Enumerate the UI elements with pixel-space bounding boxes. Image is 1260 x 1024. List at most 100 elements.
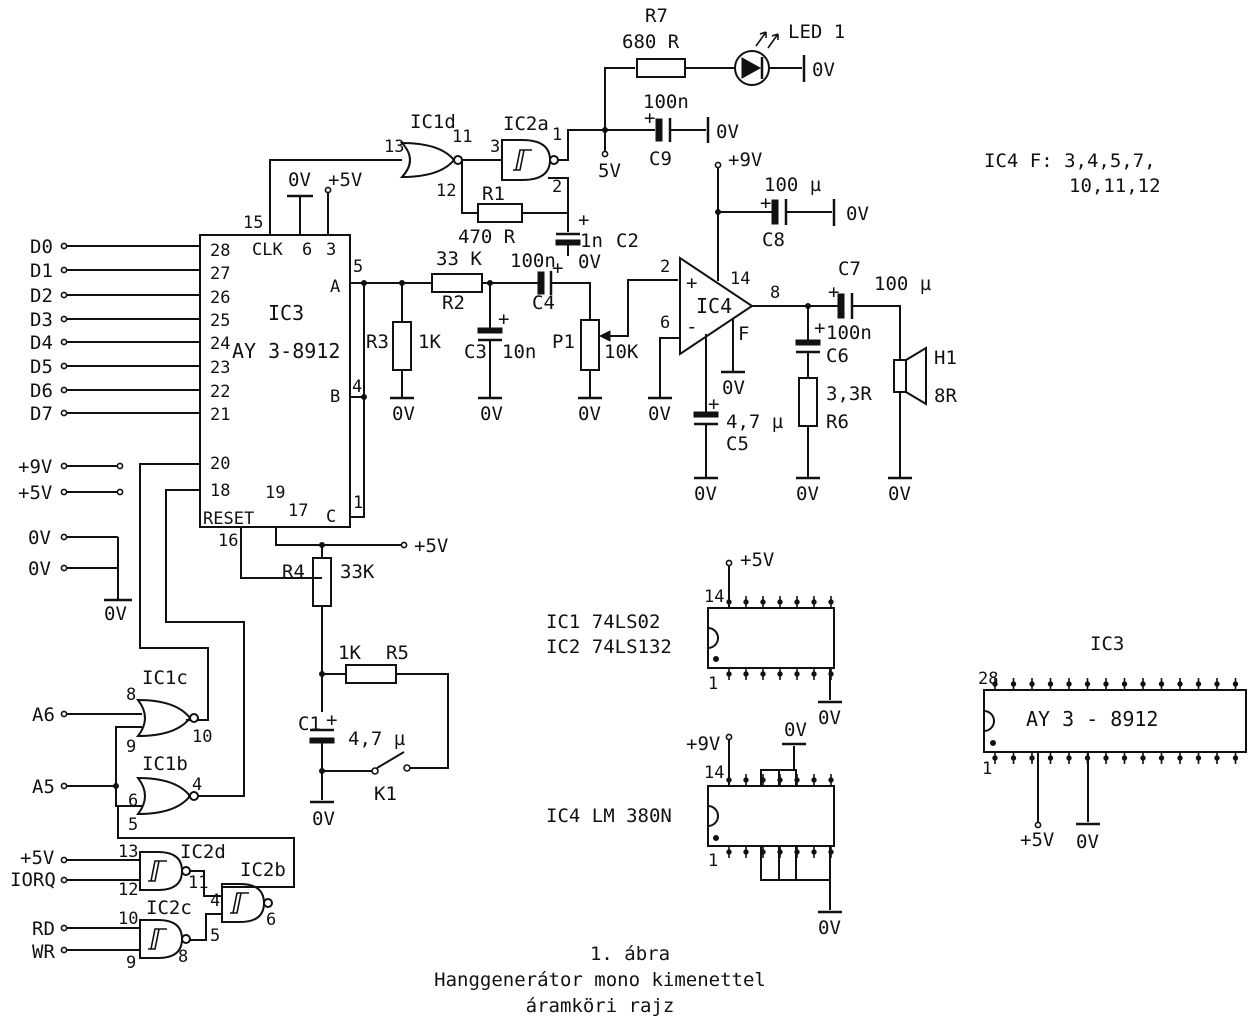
c8-plus: + bbox=[760, 192, 771, 214]
dip-pin-dot bbox=[1140, 755, 1146, 761]
r1-resistor: R1 470 R bbox=[458, 177, 569, 248]
r2-resistor: 33 K R2 bbox=[431, 248, 483, 314]
c1-gnd: 0V bbox=[312, 808, 335, 830]
ic3-pin-28: 28 bbox=[210, 241, 230, 261]
dip-pin-dot bbox=[992, 755, 998, 761]
dip-pin-dot bbox=[828, 671, 834, 677]
dip-pin-dot bbox=[992, 681, 998, 687]
dip-pin-dot bbox=[777, 599, 783, 605]
ic1c-pin9: 9 bbox=[126, 737, 136, 757]
ic2c-name: IC2c bbox=[146, 897, 192, 919]
pinout2-gnd: 0V bbox=[818, 917, 841, 939]
c7-name: C7 bbox=[838, 258, 861, 280]
ic3-reset-label: RESET bbox=[203, 509, 254, 529]
caption-line3: áramköri rajz bbox=[526, 995, 675, 1017]
supply-0v-label-1: 0V bbox=[28, 527, 51, 549]
supply-9v-label: +9V bbox=[18, 456, 52, 478]
c9-capacitor: 100n + C9 0V bbox=[643, 91, 739, 170]
c6-value: 100n bbox=[826, 322, 872, 344]
dip-pin-dot bbox=[1047, 681, 1054, 687]
ic4-name: IC4 bbox=[696, 294, 732, 318]
c8-capacitor: 100 µ + C8 0V bbox=[718, 174, 869, 251]
dip-pin-dot bbox=[1140, 681, 1146, 687]
r1-name: R1 bbox=[482, 183, 505, 205]
input-rd-label: RD bbox=[32, 918, 55, 940]
r6-name: R6 bbox=[826, 411, 849, 433]
dip-pin-dot bbox=[1010, 681, 1017, 687]
ic3-pin-17: 17 bbox=[288, 501, 308, 521]
dip-pin-dot bbox=[828, 849, 834, 855]
c1-name: C1 bbox=[298, 713, 321, 735]
ic1d-gate: IC1d 13 11 12 bbox=[384, 111, 472, 201]
dip-pin-dot bbox=[760, 599, 766, 605]
pinout1-vcc: +5V bbox=[740, 549, 774, 571]
ic2d-pin11: 11 bbox=[188, 873, 208, 893]
dip-pin-dot bbox=[777, 671, 783, 677]
dip-pin-dot bbox=[811, 599, 817, 605]
supply-terminals: +9V +5V 0V 0V 0V bbox=[18, 456, 132, 625]
input-5v-label: +5V bbox=[20, 847, 54, 869]
dip-pin-dot bbox=[1177, 681, 1183, 687]
caption-line2: Hanggenerátor mono kimenettel bbox=[434, 969, 766, 991]
c3-capacitor: + C3 10n 0V bbox=[464, 283, 536, 425]
dip-pin-dot bbox=[743, 599, 749, 605]
p1-name: P1 bbox=[552, 331, 575, 353]
ic3-clk-label: CLK bbox=[252, 240, 283, 260]
bus-d0-label: D0 bbox=[30, 236, 53, 258]
ic2c-pin10: 10 bbox=[118, 909, 138, 929]
dip-pin-dot bbox=[1195, 755, 1202, 761]
ic3-name: IC3 bbox=[268, 301, 304, 325]
ic2d-pin12: 12 bbox=[118, 880, 138, 900]
ic4-f-label: F bbox=[738, 323, 749, 345]
dip-pin-dot bbox=[1010, 755, 1017, 761]
input-wr-label: WR bbox=[32, 941, 55, 963]
ic1c-gate: IC1c 8 9 10 bbox=[126, 667, 212, 757]
c4-plus: + bbox=[552, 257, 563, 279]
bus-d6-label: D6 bbox=[30, 380, 53, 402]
led-gnd: 0V bbox=[812, 59, 835, 81]
ic3-pin-5: 5 bbox=[353, 257, 363, 277]
dip-pin-dot bbox=[794, 849, 800, 855]
p1-potentiometer: P1 10K 0V bbox=[552, 279, 678, 425]
dip-pin-dot bbox=[1158, 755, 1165, 761]
ic3-pin-16: 16 bbox=[218, 531, 238, 551]
ic4-gnd6: 0V bbox=[648, 403, 671, 425]
r2-name: R2 bbox=[442, 292, 465, 314]
p1-value: 10K bbox=[604, 341, 639, 363]
h1-value: 8R bbox=[934, 385, 957, 407]
ic1d-pin13: 13 bbox=[384, 137, 404, 157]
c9-value: 100n bbox=[643, 91, 689, 113]
dip-pin-dot bbox=[1214, 755, 1220, 761]
ic1b-pin4: 4 bbox=[192, 775, 202, 795]
dip-pin-dot bbox=[1029, 681, 1035, 687]
c8-value: 100 µ bbox=[764, 174, 821, 196]
ic4-pin6: 6 bbox=[660, 313, 670, 333]
c3-plus: + bbox=[498, 308, 509, 330]
speaker-icon: H1 8R 0V bbox=[888, 346, 957, 505]
pinout1-pin14: 14 bbox=[704, 587, 724, 607]
ic1d-pin12: 12 bbox=[436, 181, 456, 201]
dip-pin-dot bbox=[794, 777, 800, 783]
led-icon bbox=[734, 31, 779, 86]
data-bus: D0 D1 D2 D3 D4 D5 D6 D7 bbox=[30, 236, 200, 425]
ic1d-pin11: 11 bbox=[452, 127, 472, 147]
v9-node-label: +9V bbox=[728, 149, 762, 171]
ic1c-pin10: 10 bbox=[192, 727, 212, 747]
h1-name: H1 bbox=[934, 347, 957, 369]
c2-value: 1n bbox=[580, 230, 603, 252]
pinout1-label2: IC2 74LS132 bbox=[546, 636, 672, 658]
pinout-ic3: IC3 AY 3 - 8912 28 1 +5V 0V bbox=[978, 633, 1247, 853]
ic3-top-power: 0V +5V bbox=[269, 159, 402, 235]
ic1b-gate: IC1b 6 5 4 bbox=[128, 753, 202, 835]
ic4-minus: - bbox=[686, 316, 697, 338]
dip-pin-dot bbox=[1177, 755, 1183, 761]
c3-value: 10n bbox=[502, 341, 536, 363]
ic2b-name: IC2b bbox=[240, 859, 286, 881]
ic2a-name: IC2a bbox=[503, 113, 549, 135]
ic1d-name: IC1d bbox=[410, 111, 456, 133]
dip-pin-dot bbox=[1103, 681, 1109, 687]
ic3-c-label: C bbox=[326, 507, 336, 527]
dip-pin-dot bbox=[1214, 681, 1220, 687]
c3-gnd: 0V bbox=[480, 403, 503, 425]
r5-name: R5 bbox=[386, 642, 409, 664]
